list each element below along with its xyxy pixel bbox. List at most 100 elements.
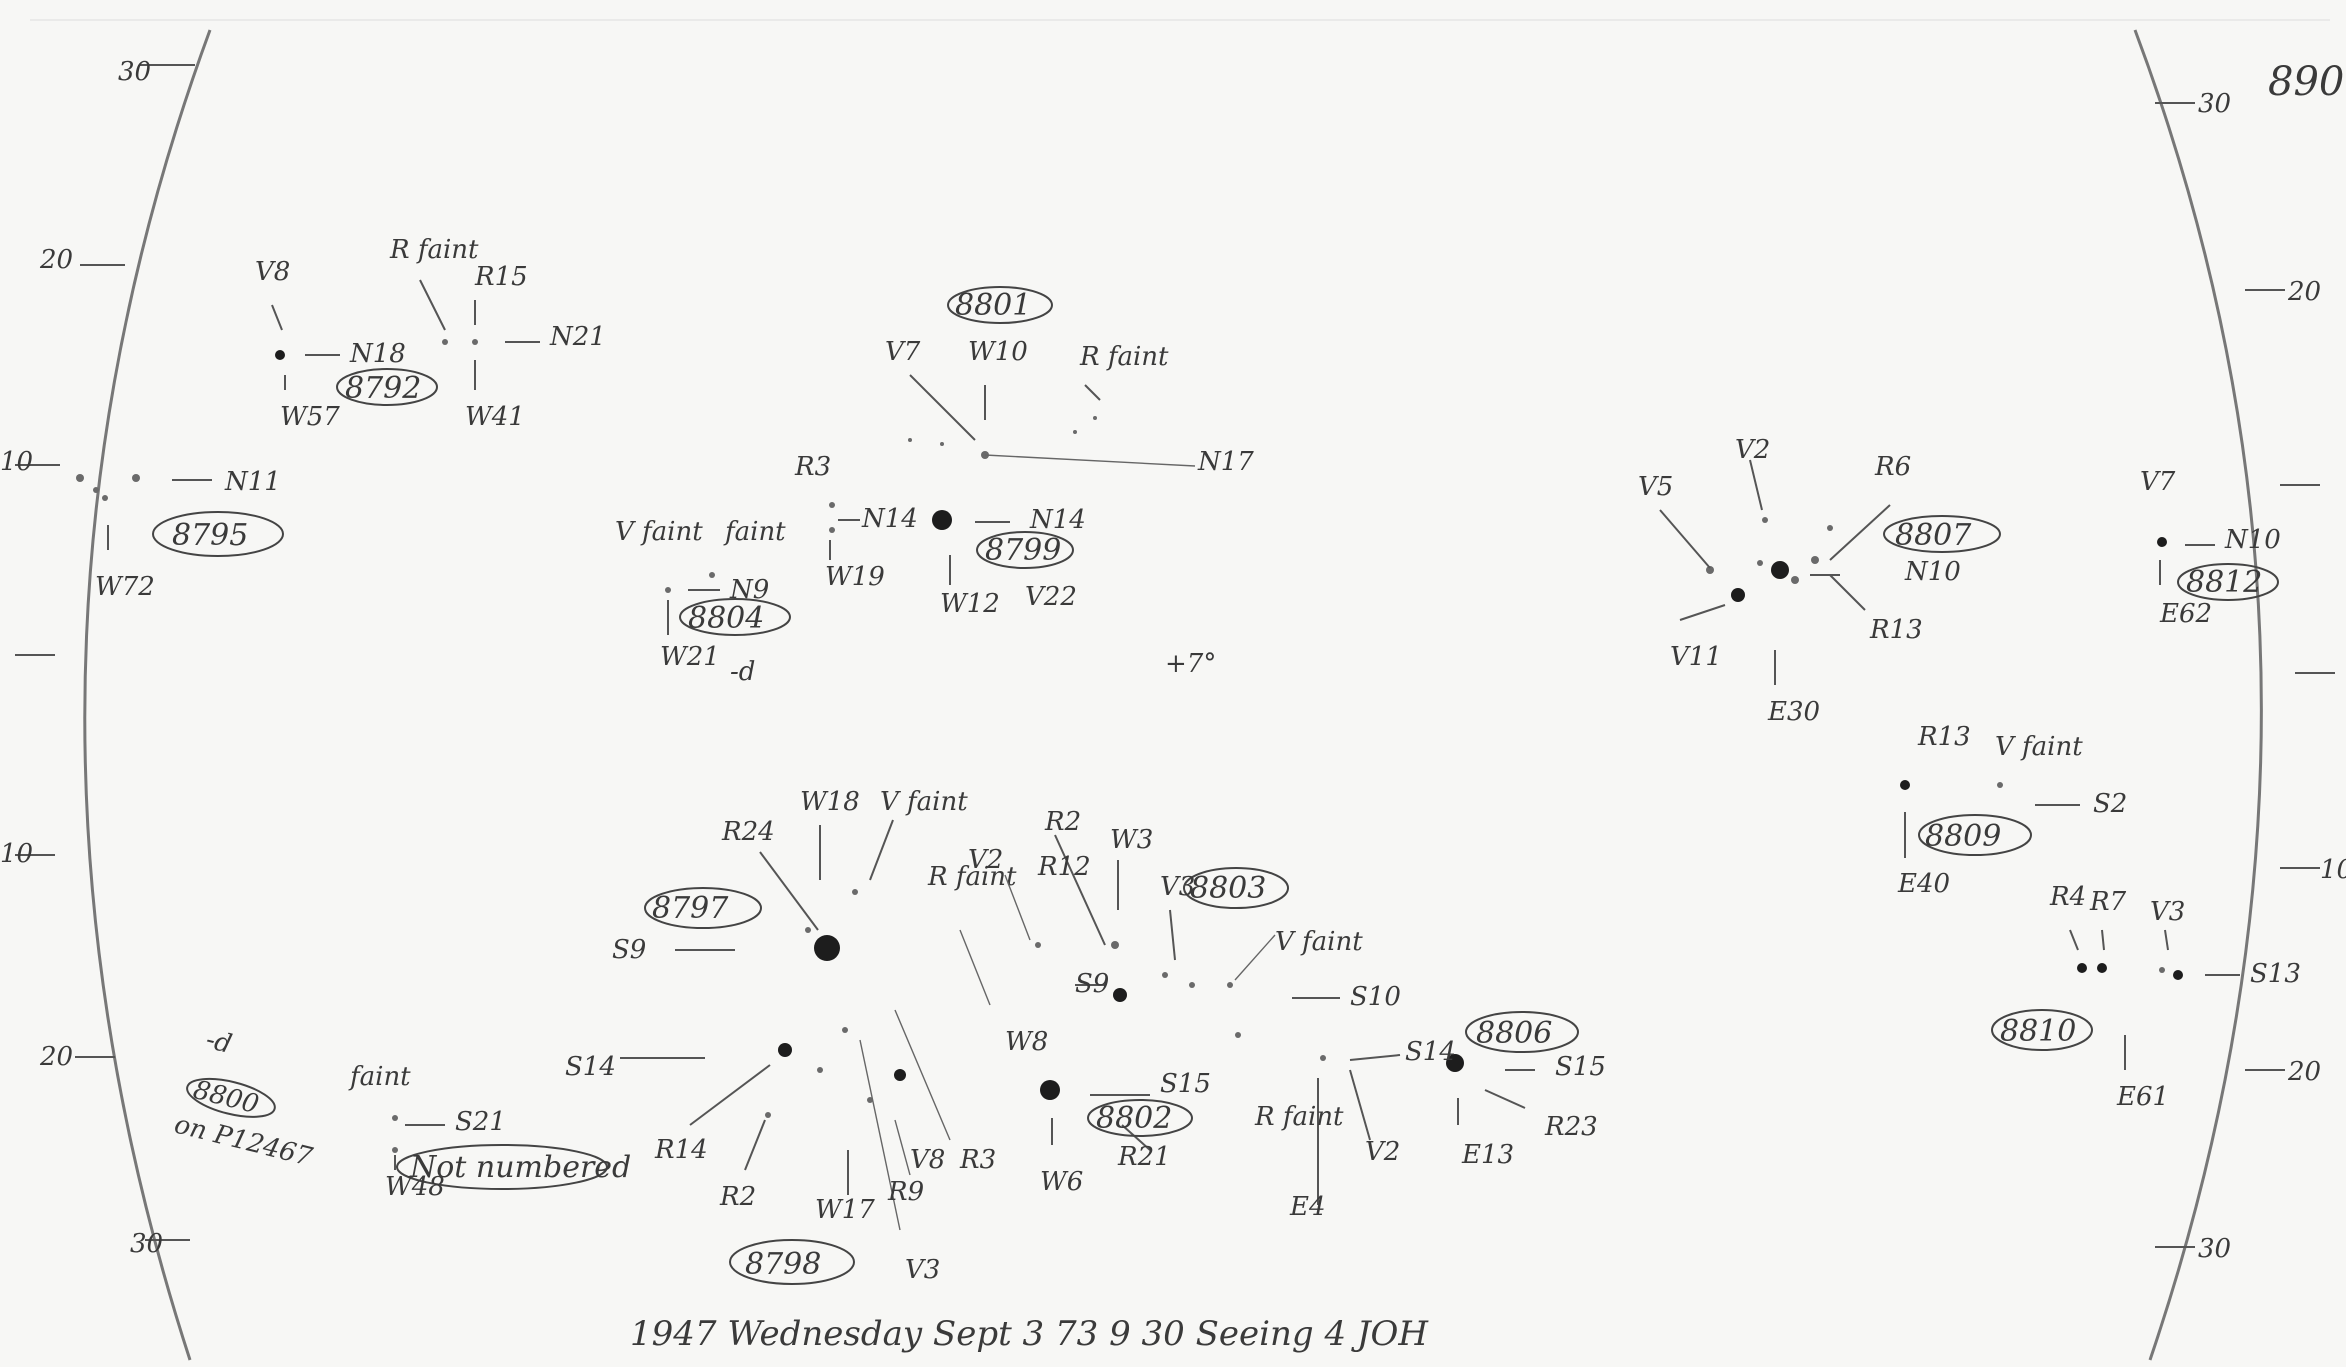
position-label: S15 bbox=[1555, 1052, 1606, 1082]
note-label: V7 bbox=[885, 337, 921, 367]
sunspot-group-8792: V8 R faint R15 N18 N21 8792 W57 W41 bbox=[255, 235, 606, 432]
note-label: R12 bbox=[1037, 852, 1091, 882]
sunspot-group-8810: R4 R7 V3 S13 8810 E61 bbox=[1991, 882, 2301, 1112]
longitude-label: E30 bbox=[1767, 697, 1820, 727]
longitude-label: W10 bbox=[968, 337, 1028, 367]
position-label: S9 bbox=[612, 935, 646, 965]
longitude-label: W17 bbox=[815, 1195, 875, 1225]
note-label: R13 bbox=[1869, 615, 1923, 645]
group-number: 8810 bbox=[2000, 1014, 2076, 1049]
longitude-label: W18 bbox=[800, 787, 860, 817]
note-label: V faint bbox=[1995, 732, 2083, 762]
longitude-label: W41 bbox=[465, 402, 525, 432]
note-label: R2 bbox=[719, 1182, 756, 1212]
note-label: V faint bbox=[880, 787, 968, 817]
sunspot-group-8807: V5 V2 R6 8807 N10 R13 V11 E30 bbox=[1638, 435, 2001, 727]
longitude-label: W21 bbox=[660, 642, 720, 672]
sunspot-group-8797: 8797 S9 W18 R24 V faint R faint V2 bbox=[612, 787, 1017, 965]
note-label: R faint bbox=[927, 862, 1017, 892]
scale-right-label: 20 bbox=[2287, 277, 2321, 307]
position-label: S14 bbox=[1405, 1037, 1456, 1067]
scale-left-label: 10 bbox=[0, 839, 33, 869]
group-number: 8806 bbox=[1476, 1016, 1552, 1051]
position-label: S13 bbox=[2250, 959, 2301, 989]
note-label: R9 bbox=[887, 1177, 924, 1207]
group-number: 8807 bbox=[1895, 518, 1972, 553]
note-label: R14 bbox=[654, 1135, 708, 1165]
note-label: R13 bbox=[1917, 722, 1971, 752]
position-label: S21 bbox=[455, 1107, 506, 1137]
position-label: N11 bbox=[224, 467, 281, 497]
note-label: R faint bbox=[1079, 342, 1169, 372]
group-number: 8801 bbox=[955, 288, 1031, 323]
longitude-label: W48 bbox=[385, 1172, 445, 1202]
note-label: -d bbox=[730, 657, 755, 687]
scale-right-label: 10 bbox=[2320, 855, 2346, 885]
position-label: S9 bbox=[1075, 969, 1109, 999]
note-label: V3 bbox=[2150, 897, 2185, 927]
position-label: S10 bbox=[1350, 982, 1401, 1012]
group-number: 8812 bbox=[2186, 565, 2262, 600]
scale-right-label: 30 bbox=[2198, 89, 2231, 119]
group-number: 8792 bbox=[345, 371, 421, 406]
position-label: N14 bbox=[861, 504, 918, 534]
note-label: V2 bbox=[968, 845, 1003, 875]
direction-mark: +7° bbox=[1165, 649, 1216, 679]
longitude-label: W6 bbox=[1040, 1167, 1083, 1197]
position-label: N10 bbox=[1904, 557, 1961, 587]
sunspot-group-8803: 8803 R2 W3 R12 V3 V faint S9 bbox=[959, 807, 1363, 1006]
sunspot-group-8809: R13 V faint S2 8809 E40 bbox=[1897, 722, 2127, 899]
latitude-scale-right: 30 20 10 20 30 bbox=[2155, 89, 2346, 1264]
note-label: faint bbox=[723, 517, 786, 547]
note-label: R3 bbox=[794, 452, 831, 482]
margin-note-line: on P12467 bbox=[171, 1110, 315, 1173]
spot-marker-r3: R3 N14 W19 bbox=[794, 452, 918, 592]
position-label: N10 bbox=[2224, 525, 2281, 555]
longitude-label: E40 bbox=[1897, 869, 1950, 899]
sunspot-group-8804: V faint faint N9 8804 W21 -d bbox=[615, 517, 791, 687]
note-label: W8 bbox=[1005, 1027, 1048, 1057]
sunspot-group-8795: N11 8795 W72 bbox=[76, 467, 284, 602]
position-label: N14 bbox=[1029, 505, 1086, 535]
latitude-scale-left: 30 20 10 10 20 30 bbox=[0, 57, 195, 1259]
margin-note: -d 8800 on P12467 bbox=[171, 1025, 315, 1173]
note-label: V2 bbox=[1365, 1137, 1400, 1167]
note-label: V3 bbox=[905, 1255, 940, 1285]
longitude-label: W12 bbox=[940, 589, 1000, 619]
note-label: R2 bbox=[1044, 807, 1081, 837]
note-label: R faint bbox=[1254, 1102, 1344, 1132]
note-label: R15 bbox=[474, 262, 528, 292]
note-label: V8 bbox=[910, 1145, 945, 1175]
position-label: N18 bbox=[349, 339, 406, 369]
scale-right-label: 20 bbox=[2287, 1057, 2321, 1087]
note-label: V7 bbox=[2140, 467, 2176, 497]
note-label: R23 bbox=[1544, 1112, 1598, 1142]
sunspot-group-8812: V7 N10 8812 E62 bbox=[2140, 467, 2281, 629]
sunspot-group-not-numbered: faint S21 Not numbered W48 bbox=[348, 1062, 631, 1202]
position-label: S2 bbox=[2093, 789, 2127, 819]
group-number: Not numbered bbox=[409, 1150, 631, 1185]
note-label: V5 bbox=[1638, 472, 1673, 502]
note-label: R24 bbox=[721, 817, 775, 847]
position-label: S15 bbox=[1160, 1069, 1211, 1099]
scale-left-label: 10 bbox=[0, 447, 33, 477]
sunspot-group-8798: 8798 S14 W17 R14 R2 V8 R3 R9 V3 bbox=[565, 1009, 996, 1285]
scale-left-label: 30 bbox=[118, 57, 151, 87]
disk-limb-left bbox=[83, 29, 212, 1361]
disk-limb-right bbox=[2133, 29, 2263, 1361]
group-number: 8797 bbox=[652, 891, 729, 926]
longitude-label: E61 bbox=[2116, 1082, 2169, 1112]
note-label: V11 bbox=[1670, 642, 1722, 672]
longitude-label: E62 bbox=[2159, 599, 2212, 629]
note-label: V8 bbox=[255, 257, 290, 287]
note-label: R6 bbox=[1874, 452, 1911, 482]
sunspot-group-8801: 8801 V7 W10 R faint N17 bbox=[885, 286, 1254, 477]
longitude-label: W72 bbox=[95, 572, 155, 602]
group-number: 8798 bbox=[745, 1247, 821, 1282]
scale-left-label: 20 bbox=[39, 245, 73, 275]
observation-footer: 1947 Wednesday Sept 3 73 9 30 Seeing 4 J… bbox=[630, 1314, 1429, 1354]
group-number: 8795 bbox=[172, 518, 248, 553]
sunspot-group-8802: 8802 S15 W6 R21 W8 bbox=[1005, 1027, 1211, 1197]
note-label: R7 bbox=[2089, 887, 2127, 917]
